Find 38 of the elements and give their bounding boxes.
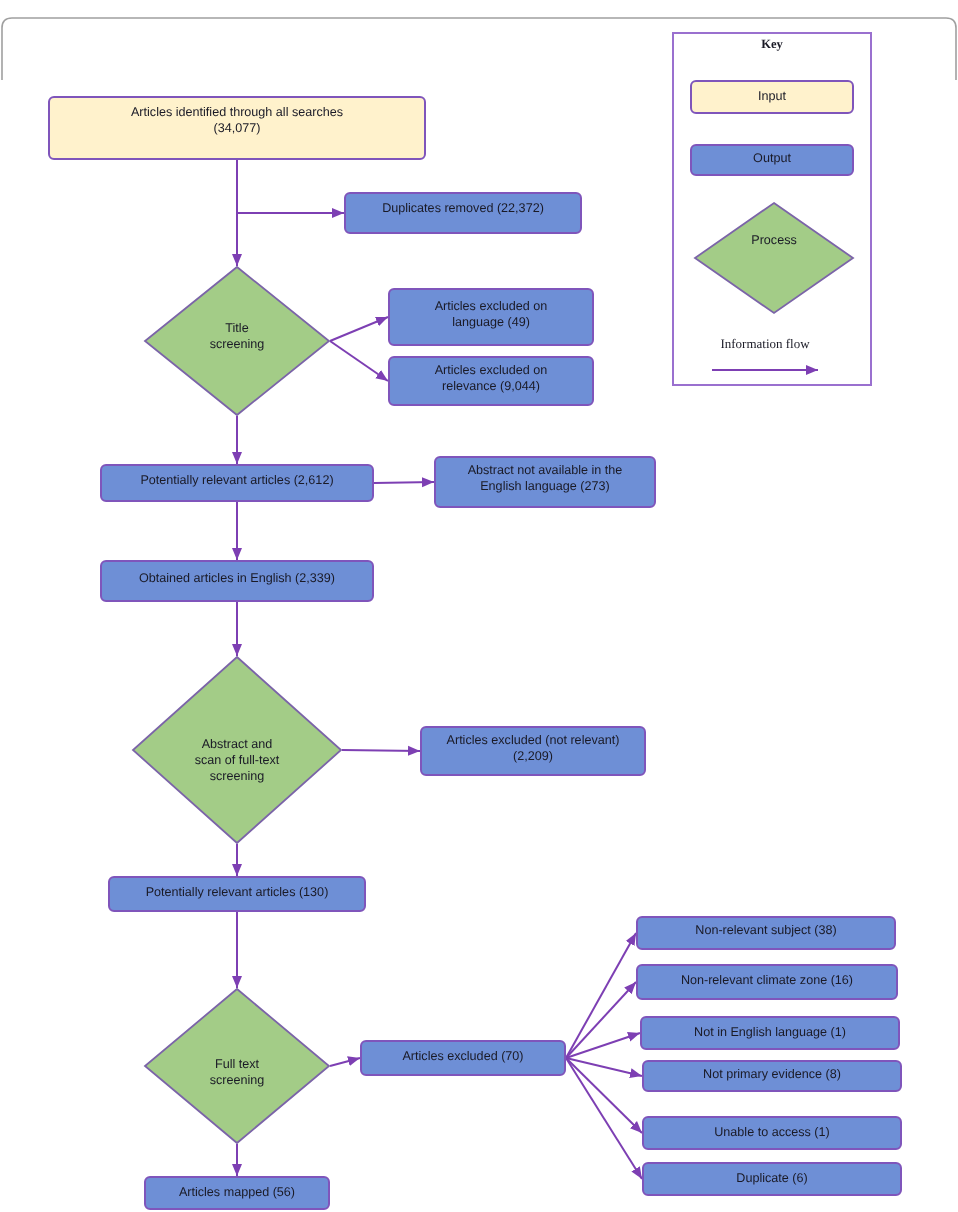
- output-box: [108, 876, 366, 912]
- arrow: [329, 340, 389, 382]
- arrow: [232, 415, 242, 465]
- arrow: [232, 501, 242, 561]
- process-diamond: [132, 656, 342, 844]
- process-diamond: [144, 988, 330, 1144]
- output-box: [642, 1060, 902, 1092]
- process-diamond: [144, 266, 330, 416]
- output-box: [636, 964, 898, 1000]
- output-box: [420, 726, 646, 776]
- arrow: [565, 981, 637, 1059]
- output-box: [640, 1016, 900, 1050]
- output-box: [642, 1116, 902, 1150]
- arrow: [329, 1056, 361, 1067]
- arrow: [565, 1057, 643, 1180]
- output-box: [144, 1176, 330, 1210]
- arrow: [565, 1057, 643, 1079]
- output-box: [642, 1162, 902, 1196]
- arrow: [232, 1143, 242, 1177]
- input-box: [48, 96, 426, 160]
- arrow: [341, 745, 421, 756]
- arrow: [232, 843, 242, 877]
- output-box: [100, 560, 374, 602]
- output-box: [344, 192, 582, 234]
- arrow: [236, 159, 345, 218]
- arrow: [373, 477, 435, 488]
- output-box: [388, 356, 594, 406]
- output-box: [388, 288, 594, 346]
- arrow: [565, 1032, 641, 1059]
- output-box: [100, 464, 374, 502]
- arrow: [565, 932, 637, 1059]
- arrow: [329, 316, 389, 342]
- output-box: [636, 916, 896, 950]
- arrow: [565, 1057, 643, 1134]
- arrow: [232, 911, 242, 989]
- output-box: [434, 456, 656, 508]
- arrow: [232, 601, 242, 657]
- output-box: [360, 1040, 566, 1076]
